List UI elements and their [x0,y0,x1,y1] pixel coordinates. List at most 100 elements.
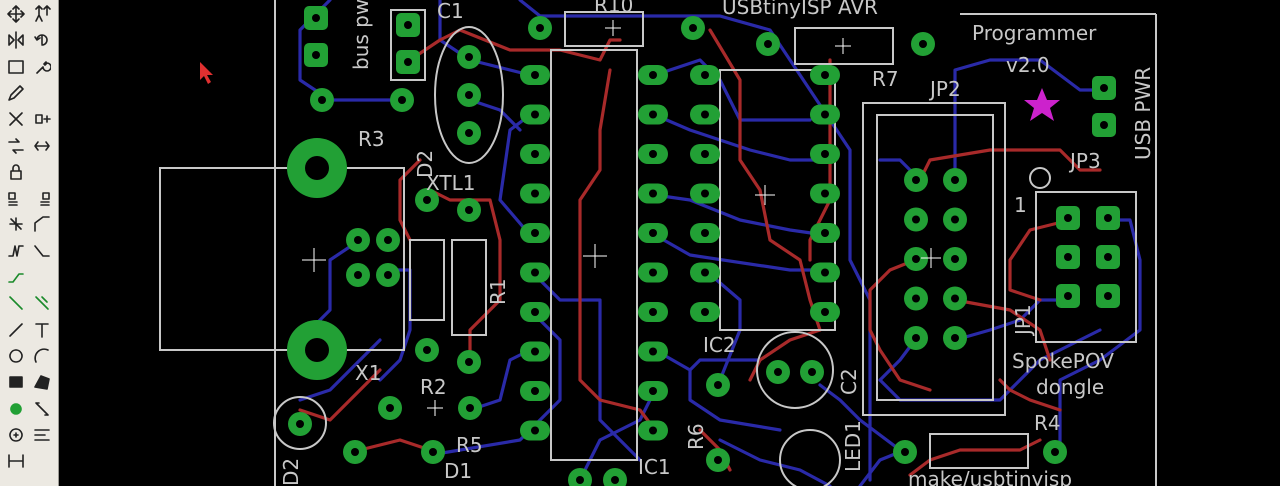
arc-icon [34,348,49,363]
rect-tool[interactable] [4,370,28,394]
pad [415,338,439,362]
dimension-icon [8,454,24,468]
delete-tool[interactable] [4,107,28,131]
label-jp1: JP1 [1011,304,1035,337]
text-tool[interactable] [30,318,54,342]
label-r7: R7 [872,67,899,91]
swap-icon [34,140,50,151]
circle-tool[interactable] [4,344,28,368]
group-icon [35,5,51,22]
value-icon [40,192,50,206]
miter-tool[interactable] [30,212,54,236]
pad [904,286,928,311]
pad [800,360,824,384]
pad [638,420,668,441]
pad [690,183,720,204]
pad [904,326,928,350]
pcb-canvas[interactable]: C1 R10 USBtinyISP AVR Programmer v2.0 US… [58,0,1280,486]
label-d2-bottom: D2 [279,458,303,486]
pad [1096,206,1120,230]
group-tool[interactable] [30,2,54,26]
replace-tool[interactable] [4,134,28,158]
label-c1: C1 [437,0,464,23]
label-r3: R3 [358,127,385,151]
name-tool[interactable] [4,186,28,210]
pcb-drawing[interactable]: C1 R10 USBtinyISP AVR Programmer v2.0 US… [58,0,1280,486]
pad [943,247,967,271]
lock-tool[interactable] [4,160,28,184]
lock-icon [10,164,22,180]
miter-icon [34,216,50,233]
add-part-tool[interactable] [30,107,54,131]
pad [638,262,668,283]
pad [911,32,935,56]
rotate-tool[interactable] [30,28,54,52]
arc-tool[interactable] [30,344,54,368]
signal-tool[interactable] [30,397,54,421]
line-tool[interactable] [4,318,28,342]
pad [893,440,917,464]
ripup-tool[interactable] [30,291,54,315]
label-dongle: dongle [1036,375,1104,399]
route-tool[interactable] [4,265,28,289]
pad [690,262,720,283]
value-tool[interactable] [30,186,54,210]
circle-icon [9,349,23,363]
move-tool[interactable] [4,2,28,26]
pad [638,381,668,401]
wire-tool[interactable] [4,291,28,315]
pad [706,448,730,472]
via-tool[interactable] [4,397,28,421]
pad [690,302,720,322]
label-d2: D2 [413,150,437,178]
pad [1043,440,1067,464]
split-tool[interactable] [4,239,28,263]
label-usb-pwr: USB PWR [1131,67,1155,160]
attribute-tool[interactable] [30,423,54,447]
pad [1056,245,1080,269]
pad [520,65,550,85]
pad [1096,284,1120,308]
route-icon [8,273,24,283]
label-jp2: JP2 [928,77,961,101]
label-url: make/usbtinyisp [908,467,1072,486]
pad [706,373,730,397]
pad [638,341,668,362]
wrench-icon [36,60,51,74]
rect-icon [9,376,23,388]
label-r2: R2 [420,375,447,399]
pad [638,104,668,125]
optimize-tool[interactable] [30,239,54,263]
part-labels: C1 R10 USBtinyISP AVR Programmer v2.0 US… [279,0,1155,486]
polygon-tool[interactable] [30,370,54,394]
hole-tool[interactable] [4,423,28,447]
pads [288,6,1120,486]
pad [810,144,840,164]
pad [421,440,445,464]
pad [457,45,481,69]
select-rect-tool[interactable] [4,55,28,79]
replace-icon [8,137,24,154]
label-c2: C2 [837,368,861,395]
pad [1092,113,1116,137]
adafruit-logo [1024,88,1060,121]
pad [346,263,370,287]
pencil-icon [8,85,24,101]
swap-tool[interactable] [30,134,54,158]
wrench-tool[interactable] [30,55,54,79]
mirror-tool[interactable] [4,28,28,52]
pad [390,88,414,112]
label-xtl1: XTL1 [426,171,475,195]
text-icon [35,322,49,338]
smash-tool[interactable] [4,212,28,236]
label-title: USBtinyISP AVR [722,0,878,19]
origin-marks [302,20,941,416]
dimension-tool[interactable] [4,449,28,473]
pad [943,207,967,232]
pad [520,262,550,283]
pencil-tool[interactable] [4,81,28,105]
pad [457,350,481,374]
add-part-icon [35,114,51,124]
label-version: v2.0 [1006,53,1050,77]
